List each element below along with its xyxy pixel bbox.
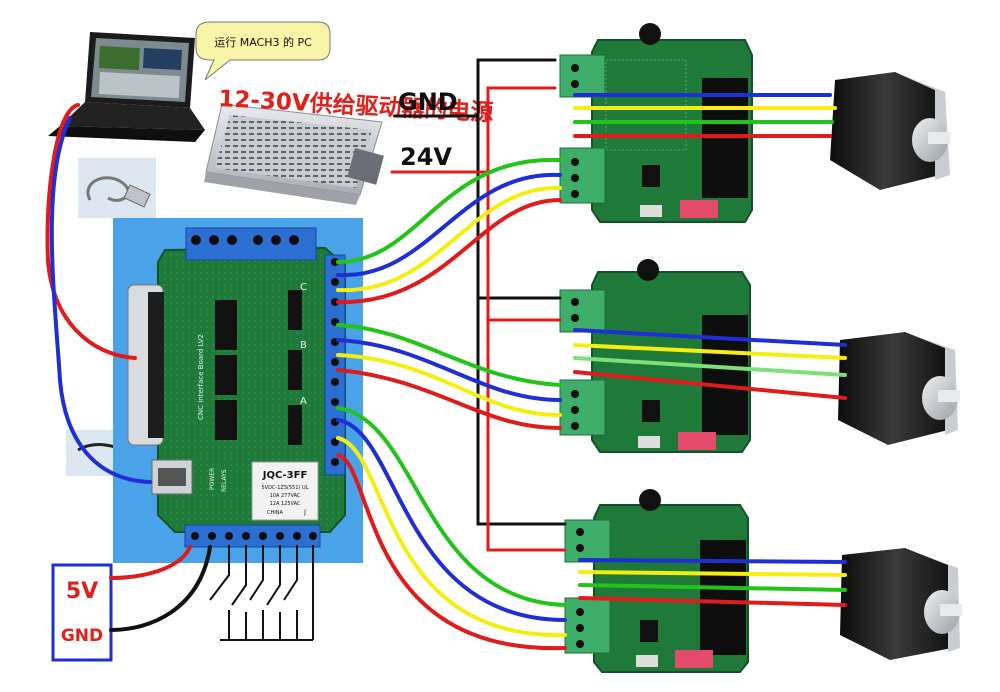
axis-c-label: C (300, 282, 307, 293)
pc-callout-text: 运行 MACH3 的 PC (214, 35, 312, 49)
gnd-small-label: GND (61, 626, 103, 646)
stepper-motor-2 (838, 332, 960, 445)
laptop (48, 32, 205, 142)
board-name-label: CNC Interface Board LV2 (197, 334, 205, 420)
driver-board-3 (564, 489, 749, 673)
wire-black-gnd (109, 545, 212, 632)
relay-line4: CHINA (267, 510, 283, 516)
axis-a-label: A (300, 396, 307, 407)
serial-cable (78, 158, 156, 218)
power-supply-unit (204, 103, 384, 205)
stepper-motor-1 (830, 72, 950, 190)
axis-b-label: B (300, 340, 307, 351)
relay-line2: 10A 277VAC (270, 493, 301, 499)
5v-supply-box: 5V GND (51, 563, 113, 662)
relay-pin-label: J (303, 509, 306, 516)
pc-callout-bubble: 运行 MACH3 的 PC (195, 21, 331, 81)
power-silkscreen: POWER (209, 468, 216, 490)
relay-line3: 12A 125VAC (270, 501, 301, 507)
v24-label: 24V (400, 143, 452, 171)
relay-line1: 5VDC-1ZS(551) UL (261, 485, 308, 491)
relays-silkscreen: RELAYS (221, 469, 228, 492)
5v-label: 5V (66, 579, 98, 604)
relay-model-label: JQC-3FF (262, 470, 308, 481)
wire-red-laptop (45, 103, 137, 360)
wires (45, 58, 847, 651)
stepper-motor-3 (840, 548, 962, 660)
driver-board-2 (559, 259, 751, 453)
wire-blue-laptop (49, 116, 152, 484)
interface-board: C B A CNC Interface Board LV2 JQC-3FF 5V… (113, 218, 363, 641)
gnd-label: GND (398, 88, 458, 116)
wire-red-5v (109, 545, 192, 580)
